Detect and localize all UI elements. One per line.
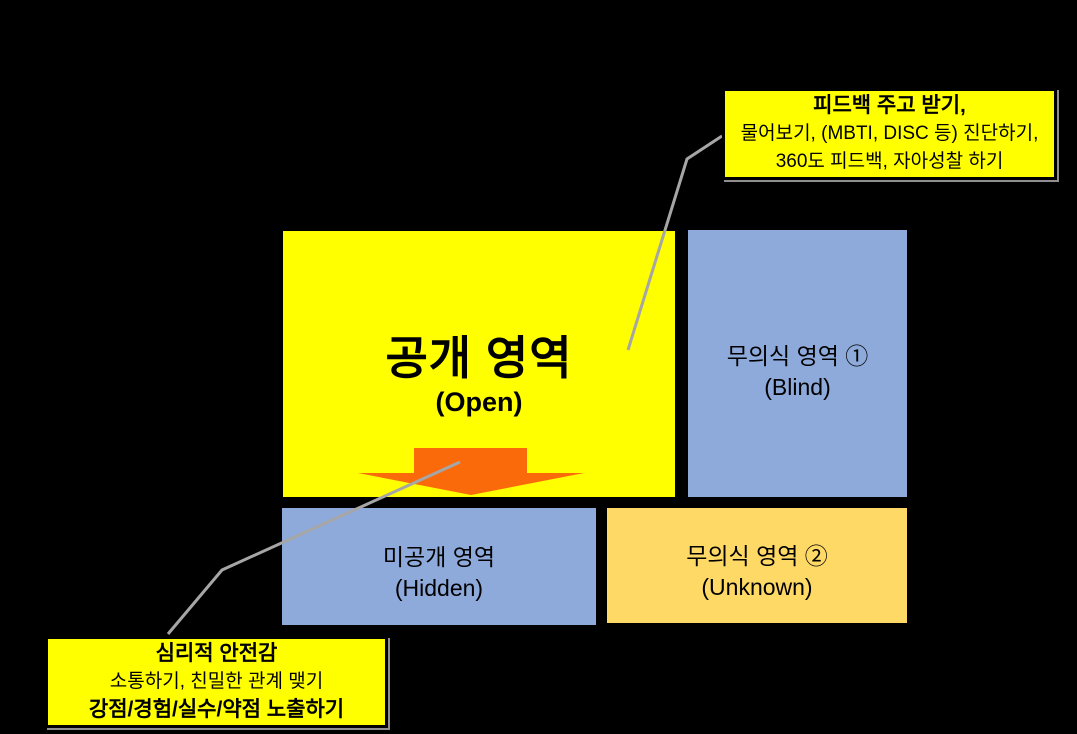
open-area-subtitle: (Open)	[435, 387, 523, 417]
safety-callout-line-2: 소통하기, 친밀한 관계 맺기	[109, 671, 324, 692]
open-area-title: 공개 영역	[385, 332, 573, 384]
feedback-callout-line-1: 피드백 주고 받기,	[813, 94, 966, 117]
feedback-callout-line-3: 360도 피드백, 자아성찰 하기	[775, 151, 1004, 172]
blind-area-title: 무의식 영역 ①	[726, 342, 869, 369]
open-area-box: 공개 영역 (Open)	[283, 231, 675, 497]
psychological-safety-callout: 심리적 안전감 소통하기, 친밀한 관계 맺기 강점/경험/실수/약점 노출하기	[45, 636, 388, 728]
blind-area-box: 무의식 영역 ① (Blind)	[688, 230, 907, 497]
hidden-area-subtitle: (Hidden)	[394, 574, 484, 601]
unknown-area-subtitle: (Unknown)	[701, 573, 813, 600]
hidden-area-box: 미공개 영역 (Hidden)	[282, 508, 596, 625]
hidden-area-title: 미공개 영역	[382, 543, 496, 570]
feedback-callout: 피드백 주고 받기, 물어보기, (MBTI, DISC 등) 진단하기, 36…	[722, 88, 1057, 180]
unknown-area-title: 무의식 영역 ②	[686, 542, 828, 569]
feedback-callout-line-2: 물어보기, (MBTI, DISC 등) 진단하기,	[740, 123, 1039, 144]
blind-area-subtitle: (Blind)	[764, 373, 831, 400]
safety-callout-line-3: 강점/경험/실수/약점 노출하기	[88, 698, 345, 721]
safety-callout-line-1: 심리적 안전감	[155, 642, 278, 665]
unknown-area-box: 무의식 영역 ② (Unknown)	[607, 508, 907, 623]
